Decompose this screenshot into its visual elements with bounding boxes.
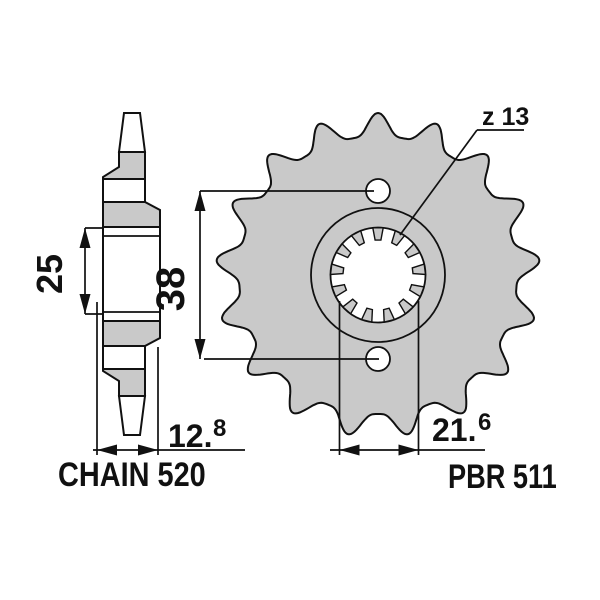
front-view: [215, 111, 541, 436]
side-gray-band-3: [102, 320, 161, 347]
spline-tooth: [371, 227, 385, 241]
spline-tooth: [411, 263, 427, 276]
part-number-group: PBR 511: [448, 457, 557, 496]
teeth-count-label: z 13: [482, 103, 529, 131]
chain-label-group: CHAIN 520: [58, 455, 206, 494]
dimension-value-21-sup: 6: [478, 409, 491, 436]
spline-tooth: [329, 263, 345, 276]
side-gray-band-1: [102, 151, 146, 180]
spline-tooth: [382, 307, 396, 323]
dimension-value-12-sup: 8: [213, 415, 226, 442]
arrowhead-down: [79, 294, 91, 314]
side-gray-band-4: [102, 368, 146, 397]
teeth-count-callout: z 13: [399, 103, 529, 236]
spline-tooth: [398, 298, 415, 315]
part-number-label: PBR 511: [448, 457, 557, 496]
dimension-bore-length: 25: [29, 227, 103, 315]
dimension-value-21: 21.: [432, 412, 476, 448]
side-pin-bottom: [117, 395, 147, 436]
side-white-band-2: [102, 345, 146, 370]
arrowhead-left: [339, 444, 360, 456]
arrowhead-right: [398, 444, 419, 456]
arrowhead-down: [194, 339, 206, 359]
spline-tooth: [341, 298, 358, 315]
arrowhead-up: [79, 228, 91, 248]
arrowhead-left: [97, 444, 117, 456]
spline-tooth: [404, 242, 421, 259]
arrowhead-up: [194, 191, 206, 211]
side-pin-top: [117, 112, 147, 153]
dimension-value-12: 12.: [168, 418, 212, 454]
side-white-band-1: [102, 178, 146, 203]
spline-tooth: [335, 242, 352, 259]
spline-teeth: [329, 227, 427, 323]
spline-tooth: [350, 229, 366, 247]
spline-tooth: [408, 283, 425, 298]
leader-line: [399, 129, 478, 236]
dimension-overall-width: 12. 8: [93, 302, 245, 456]
dimension-value-38: 38: [149, 267, 193, 312]
dimension-hole-spacing: 38: [149, 190, 379, 360]
dimension-value-25: 25: [29, 254, 70, 294]
spline-tooth: [331, 283, 348, 298]
side-view: [102, 112, 161, 436]
hub-circle: [310, 207, 446, 343]
chain-label: CHAIN 520: [58, 455, 206, 494]
side-gray-band-2: [102, 201, 161, 228]
dimension-hub-width: 21. 6: [330, 301, 491, 456]
spline-tooth: [360, 307, 374, 323]
arrowhead-right: [138, 444, 158, 456]
